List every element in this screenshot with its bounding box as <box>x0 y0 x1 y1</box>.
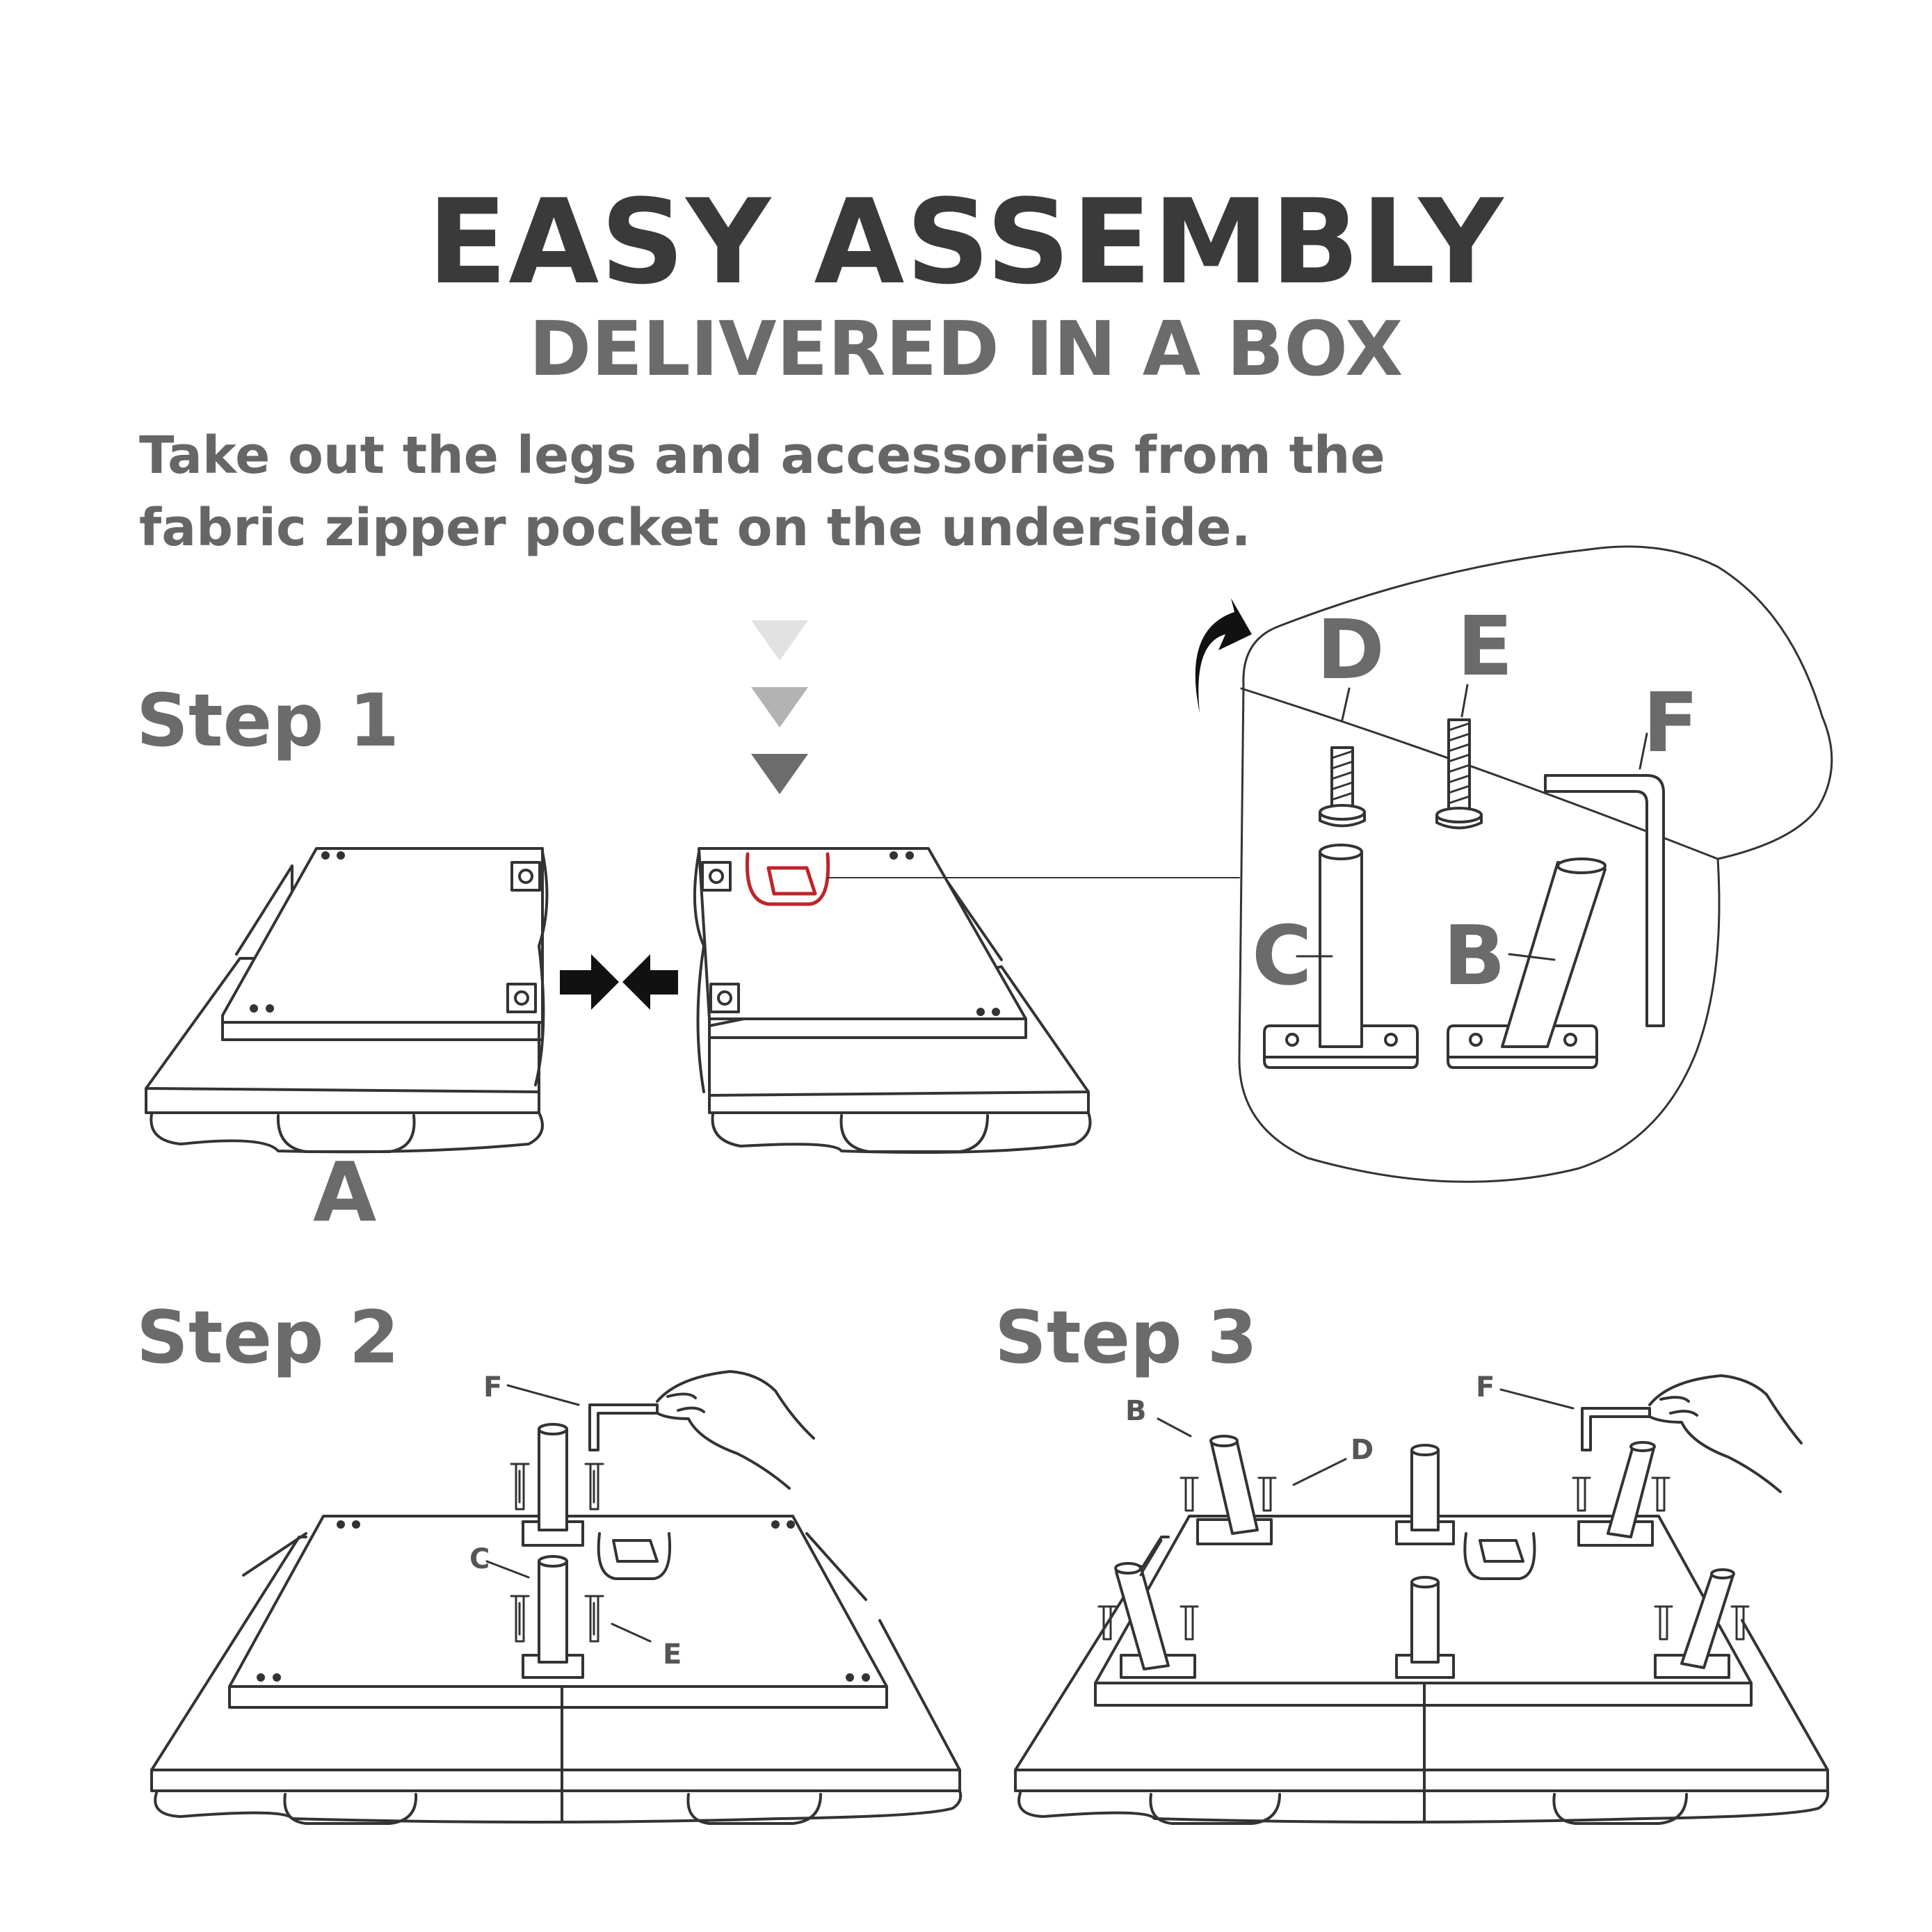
callout-leaders <box>1296 684 1648 961</box>
part-b-angled-leg-icon <box>1447 858 1607 1069</box>
ottoman-a-illustration <box>145 847 549 1154</box>
page-subtitle: DELIVERED IN A BOX <box>529 306 1403 393</box>
label-b: B <box>1443 908 1506 1004</box>
instruction-line-1: Take out the legs and accessories from t… <box>139 426 1385 485</box>
down-arrows-icon <box>751 620 808 794</box>
label-d: D <box>1317 602 1385 698</box>
part-c-straight-leg-icon <box>1263 844 1419 1069</box>
step-3-illustration <box>1014 1374 1830 1825</box>
part-e-bolt-icon <box>1435 718 1483 830</box>
step2-label-c: C <box>469 1543 490 1575</box>
curved-arrow-icon <box>1195 598 1252 713</box>
step3-label-d: D <box>1351 1434 1374 1466</box>
label-f: F <box>1643 675 1699 771</box>
instruction-line-2: fabric zipper pocket on the underside. <box>139 498 1251 558</box>
step-2-heading: Step 2 <box>136 1295 400 1380</box>
label-c: C <box>1252 908 1312 1004</box>
step-2-illustration <box>150 1370 963 1825</box>
step3-label-f: F <box>1476 1371 1495 1403</box>
step3-label-b: B <box>1125 1395 1147 1427</box>
step2-label-e: E <box>663 1639 682 1671</box>
zipper-pocket-icon <box>745 852 830 906</box>
step2-label-f: F <box>483 1371 502 1403</box>
label-a: A <box>313 1144 376 1240</box>
part-d-bolt-icon <box>1319 746 1366 828</box>
step-3-heading: Step 3 <box>995 1295 1258 1380</box>
ottoman-with-pocket-illustration <box>693 847 1092 1154</box>
label-e: E <box>1457 598 1513 694</box>
push-together-arrows-icon <box>560 954 678 1010</box>
step-1-heading: Step 1 <box>136 678 400 763</box>
part-f-allen-key-icon <box>1544 774 1665 1027</box>
page-title: EASY ASSEMBLY <box>427 174 1505 310</box>
